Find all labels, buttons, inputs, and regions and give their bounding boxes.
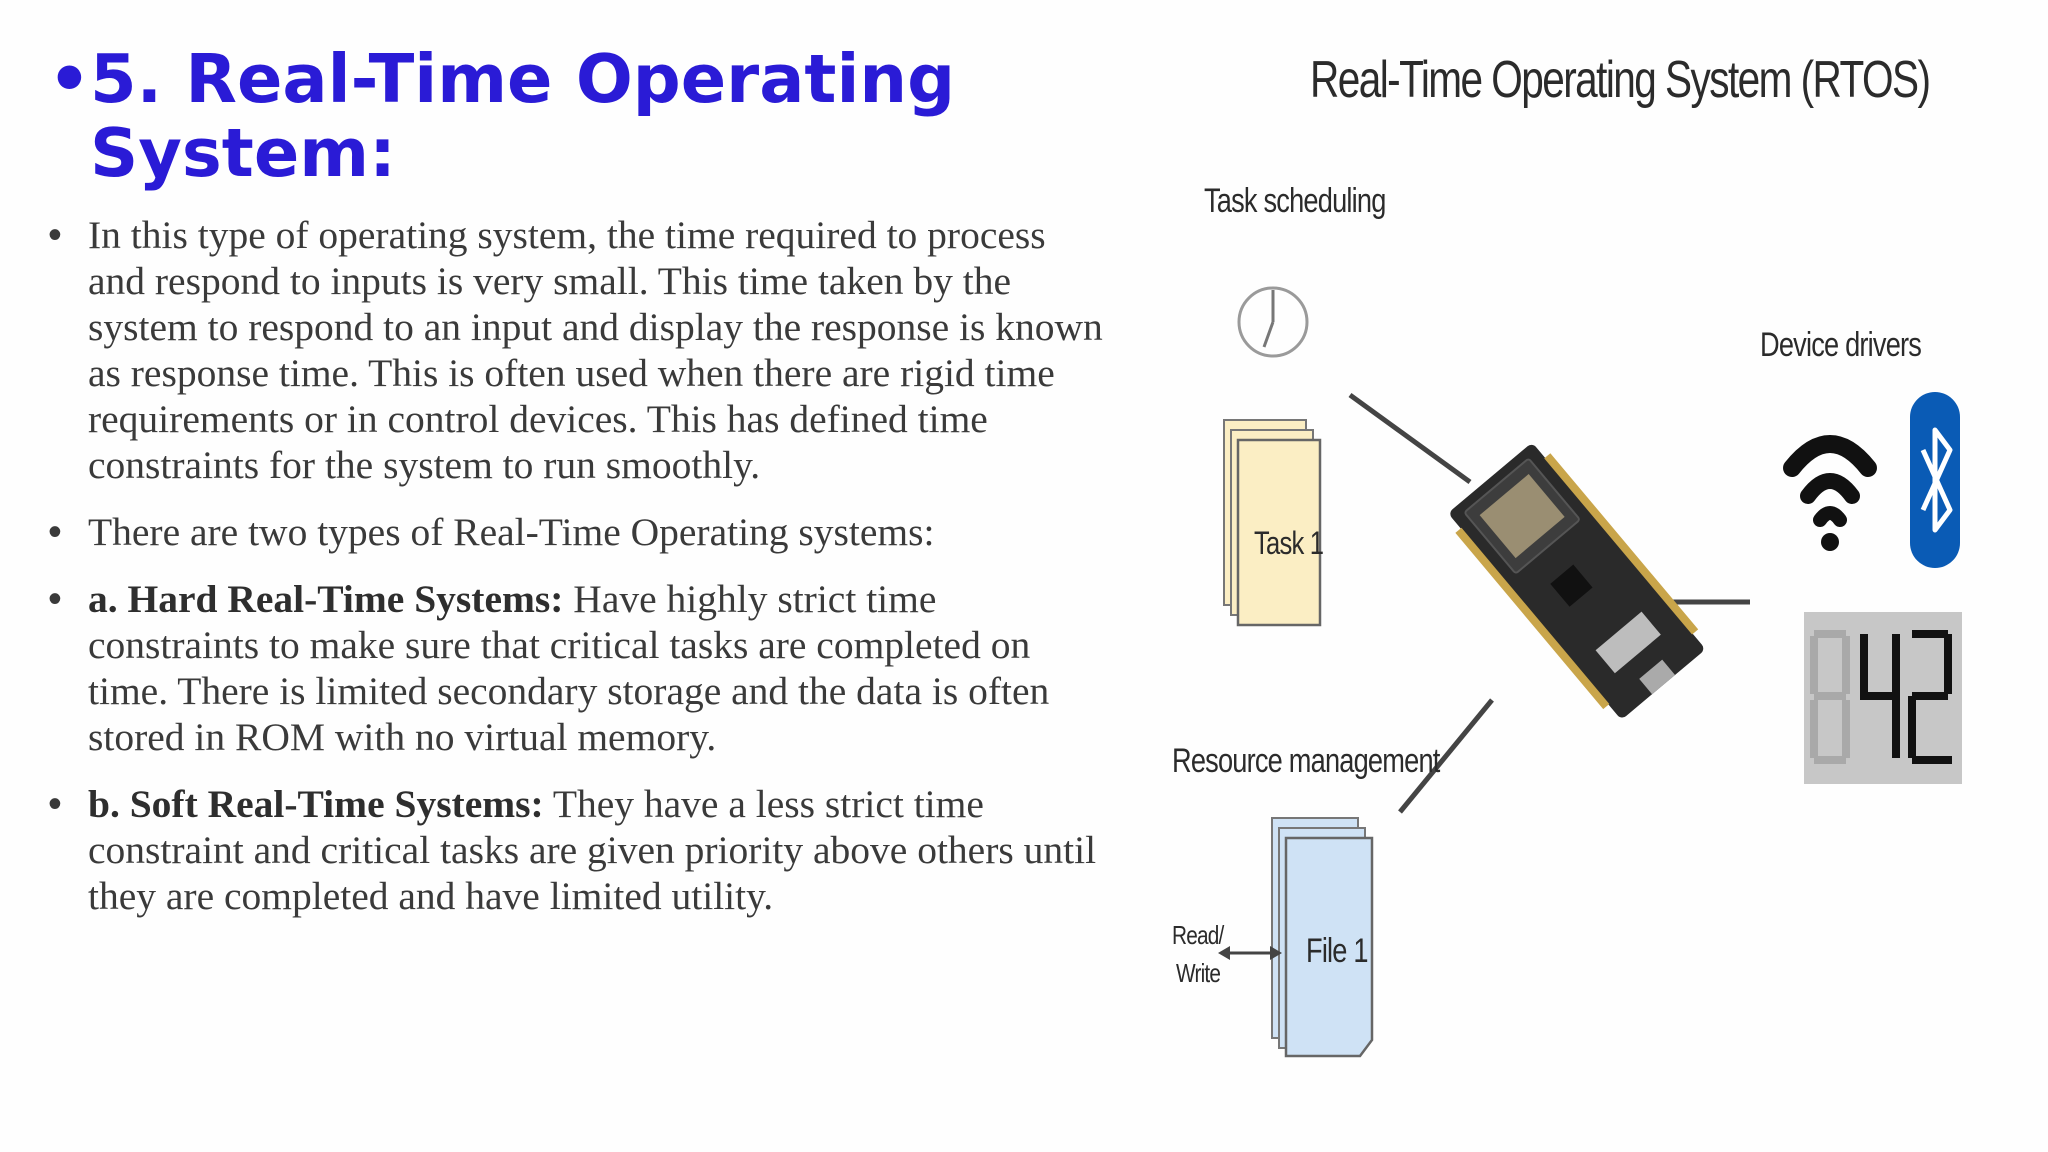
- bullet-text: In this type of operating system, the ti…: [88, 213, 1103, 487]
- read-write-arrow-icon: [1218, 946, 1282, 960]
- bullet-dot: •: [48, 510, 62, 554]
- title-bullet: •: [48, 40, 91, 118]
- resource-management-label: Resource management: [1172, 742, 1440, 780]
- slide-title: • 5. Real-Time Operating System:: [48, 42, 1088, 190]
- rtos-figure: Real-Time Operating System (RTOS): [1160, 40, 1980, 1100]
- rtos-diagram: [1218, 286, 1962, 1058]
- bullet-item: • There are two types of Real-Time Opera…: [48, 509, 1108, 555]
- bullet-item: • In this type of operating system, the …: [48, 212, 1108, 488]
- bullet-list: • In this type of operating system, the …: [48, 212, 1108, 940]
- read-label: Read/: [1172, 920, 1224, 950]
- write-label: Write: [1176, 958, 1221, 988]
- clock-icon: [1237, 286, 1309, 358]
- bullet-bold: b. Soft Real-Time Systems:: [88, 782, 544, 826]
- bullet-bold: a. Hard Real-Time Systems:: [88, 577, 564, 621]
- task-scheduling-label: Task scheduling: [1204, 182, 1386, 220]
- task-cards-icon: [1223, 419, 1322, 627]
- seven-segment-display: [1804, 612, 1962, 784]
- file-label: File 1: [1306, 932, 1369, 970]
- bullet-item: • b. Soft Real-Time Systems: They have a…: [48, 781, 1108, 919]
- connector-line: [1398, 698, 1494, 814]
- connector-line: [1348, 392, 1472, 485]
- file-cards-icon: [1271, 817, 1374, 1058]
- bullet-text: Have highly strict time constraints to m…: [88, 577, 1050, 759]
- bluetooth-icon: [1910, 392, 1960, 568]
- bullet-text: There are two types of Real-Time Operati…: [88, 510, 935, 554]
- bullet-text: They have a less strict time constraint …: [88, 782, 1097, 918]
- bullet-dot: •: [48, 577, 62, 621]
- microcontroller-board-image: [1450, 444, 1704, 718]
- bullet-item: • a. Hard Real-Time Systems: Have highly…: [48, 576, 1108, 760]
- title-text: 5. Real-Time Operating System:: [90, 40, 956, 192]
- wifi-icon: [1783, 435, 1877, 551]
- device-drivers-label: Device drivers: [1760, 326, 1922, 364]
- bullet-dot: •: [48, 782, 62, 826]
- task-label: Task 1: [1254, 525, 1324, 561]
- bullet-dot: •: [48, 213, 62, 257]
